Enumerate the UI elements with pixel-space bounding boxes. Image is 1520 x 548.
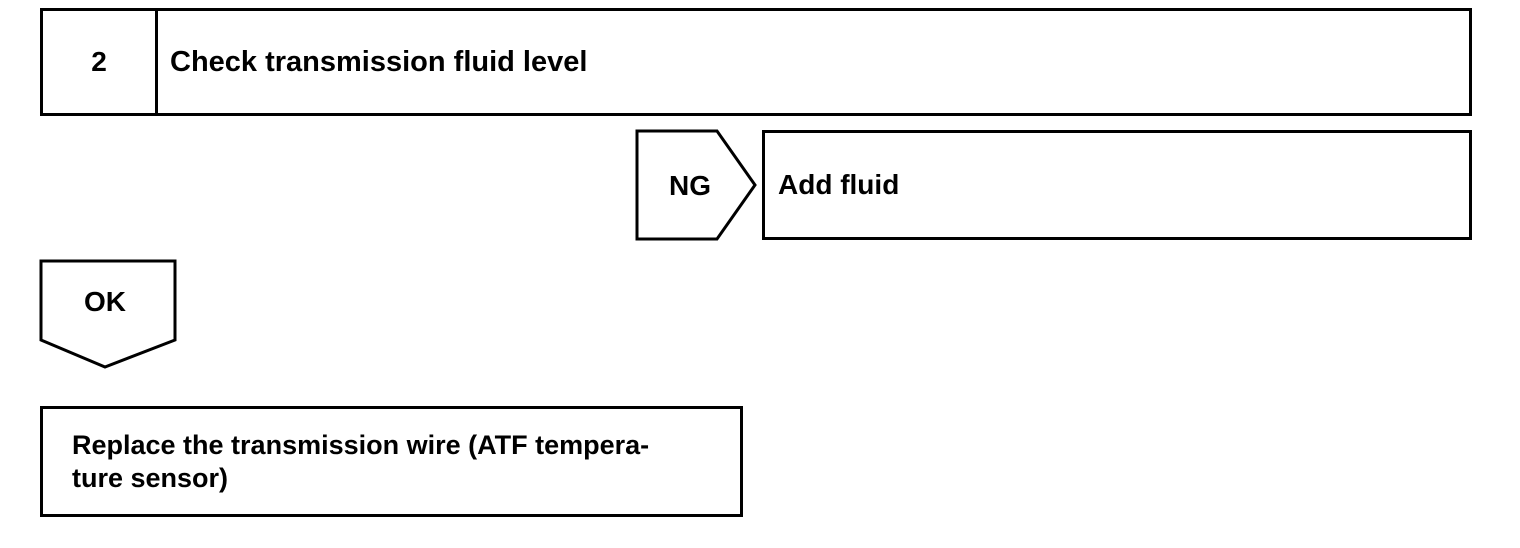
ng-action-box: Add fluid xyxy=(762,130,1472,240)
step-title: Check transmission fluid level xyxy=(170,45,588,78)
ng-action-text: Add fluid xyxy=(778,169,900,200)
ng-arrow-shape: NG xyxy=(635,129,757,241)
ok-action-line-2: ture sensor) xyxy=(72,462,229,493)
ng-label: NG xyxy=(669,170,711,201)
step-number: 2 xyxy=(43,11,158,113)
ok-action-box: Replace the transmission wire (ATF tempe… xyxy=(40,406,743,517)
step-header-box: 2 Check transmission fluid level xyxy=(40,8,1472,116)
ok-arrow-shape: OK xyxy=(39,259,177,369)
ok-action-text: Replace the transmission wire (ATF tempe… xyxy=(72,429,649,495)
ok-action-line-1: Replace the transmission wire (ATF tempe… xyxy=(72,429,650,460)
ok-label: OK xyxy=(84,286,126,317)
